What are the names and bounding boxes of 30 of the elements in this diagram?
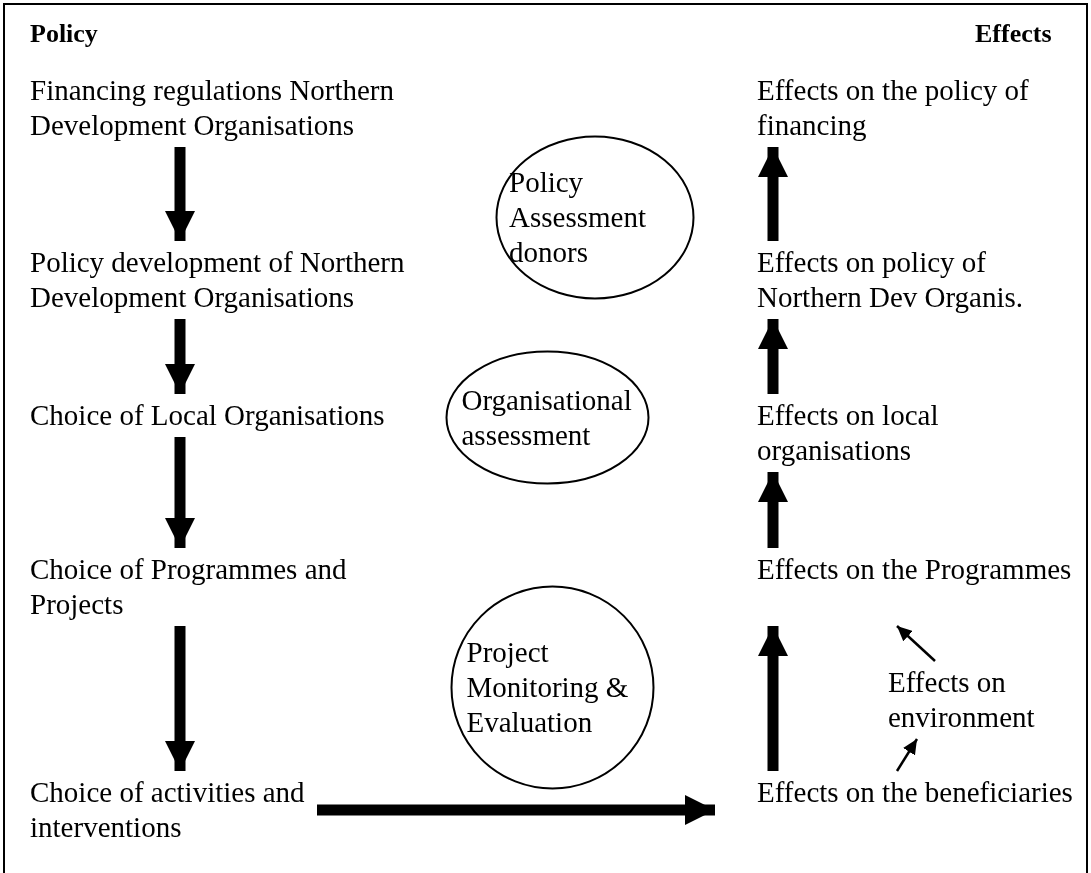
node-text: Choice of Local Organisations — [30, 398, 386, 433]
node-text: Effects on policy of Northern Dev Organis. — [757, 245, 1025, 315]
node-text: Policy development of Northern Development Organisations — [30, 245, 406, 315]
column-heading: Policy — [30, 18, 98, 50]
node-text: Choice of Programmes and Projects — [30, 552, 348, 622]
arrow — [317, 795, 715, 825]
assessment-ellipse — [450, 585, 655, 790]
arrow — [758, 472, 788, 548]
node-text: Effects on environment — [888, 665, 1036, 735]
node-text: Effects on local organisations — [757, 398, 940, 468]
arrow — [896, 625, 936, 662]
node-text: Financing regulations Northern Development Organisations — [30, 73, 396, 143]
arrow — [165, 147, 195, 241]
assessment-ellipse — [445, 350, 650, 485]
node-text: Project Monitoring & Evaluation — [466, 635, 630, 740]
node-text: Policy Assessment donors — [509, 165, 647, 270]
arrow — [895, 738, 919, 772]
assessment-ellipse — [495, 135, 695, 300]
arrow — [758, 147, 788, 241]
arrow — [165, 437, 195, 548]
node-text: Organisational assessment — [461, 382, 633, 453]
node-text: Choice of activities and interventions — [30, 775, 306, 845]
node-text: Effects on the Programmes — [757, 552, 1073, 587]
column-heading: Effects — [975, 18, 1052, 50]
node-text: Effects on the policy of financing — [757, 73, 1030, 143]
arrow — [165, 626, 195, 771]
arrow — [758, 319, 788, 394]
node-text: Effects on the beneficiaries — [757, 775, 1074, 810]
arrow — [758, 626, 788, 771]
arrow — [165, 319, 195, 394]
